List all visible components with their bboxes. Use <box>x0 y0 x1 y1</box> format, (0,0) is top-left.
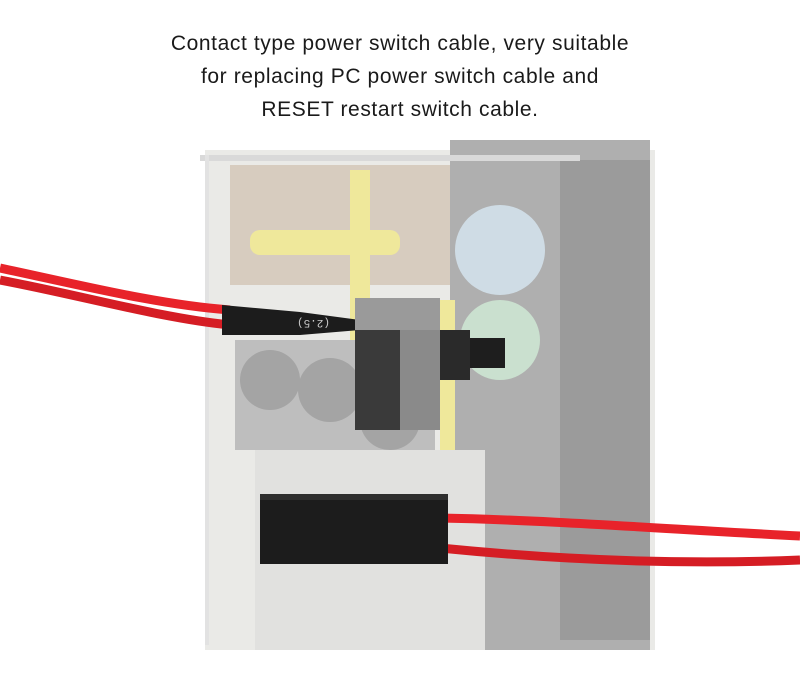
cable-right <box>439 513 800 567</box>
push-switch <box>355 298 505 430</box>
heat-shrink: (2.5) <box>222 305 360 335</box>
dupont-connector <box>260 494 448 564</box>
cable-left <box>0 263 231 330</box>
heat-shrink-marking: (2.5) <box>297 316 330 328</box>
caption-line-3: RESET restart switch cable. <box>261 98 539 121</box>
caption-line-1: Contact type power switch cable, very su… <box>170 32 630 55</box>
caption-line-2: for replacing PC power switch cable and <box>200 65 600 88</box>
